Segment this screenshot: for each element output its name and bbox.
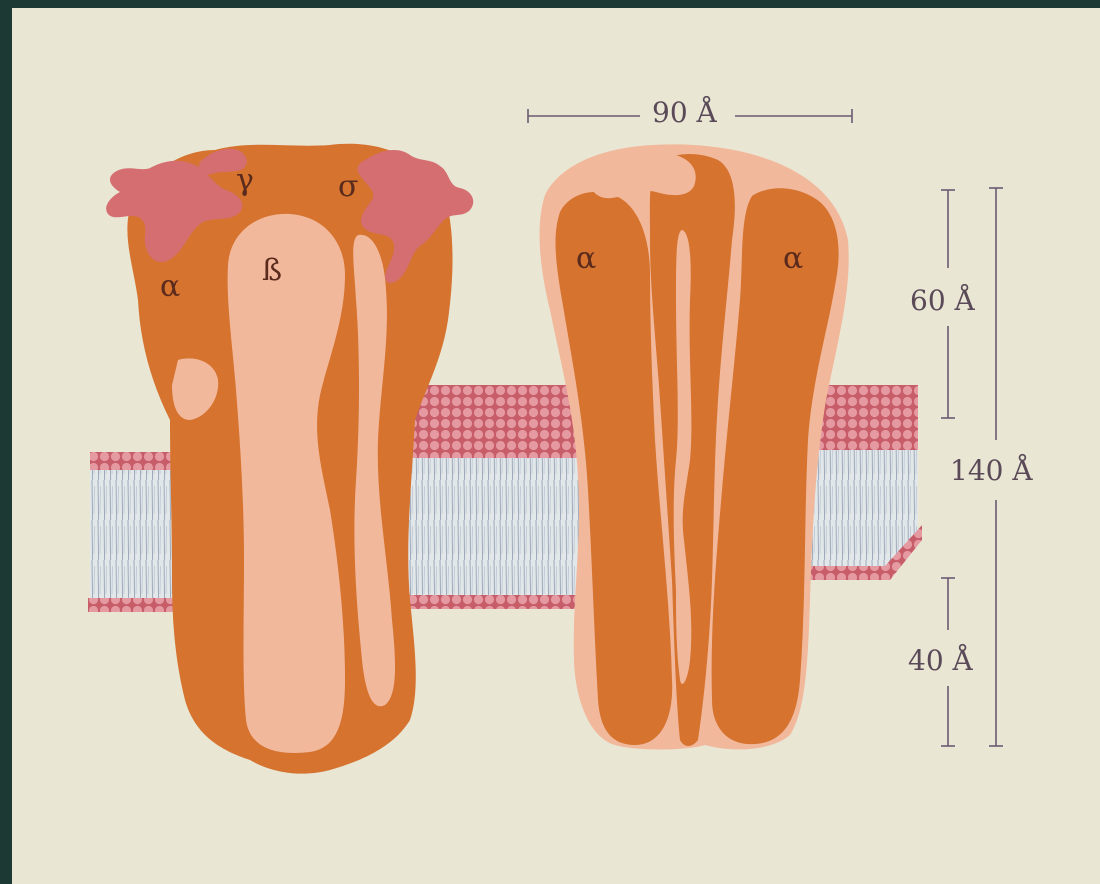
label-alpha-left: α [160,269,180,304]
dimension-upper-label: 60 Å [910,284,976,317]
label-delta: σ [338,169,358,204]
lower-head-row-middle [390,595,580,609]
label-gamma: γ [236,163,254,198]
membrane-tails-middle [390,458,580,608]
label-alpha-right-1: α [576,241,596,276]
dimension-width-label: 90 Å [652,96,718,129]
upper-head-row-middle [390,440,580,460]
right-receptor: α α [540,144,849,749]
dimension-total-label: 140 Å [950,454,1033,487]
label-alpha-right-2: α [783,241,803,276]
channel-streak [674,230,692,684]
dimension-lower-label: 40 Å [908,644,974,677]
label-beta: ß [262,253,282,288]
